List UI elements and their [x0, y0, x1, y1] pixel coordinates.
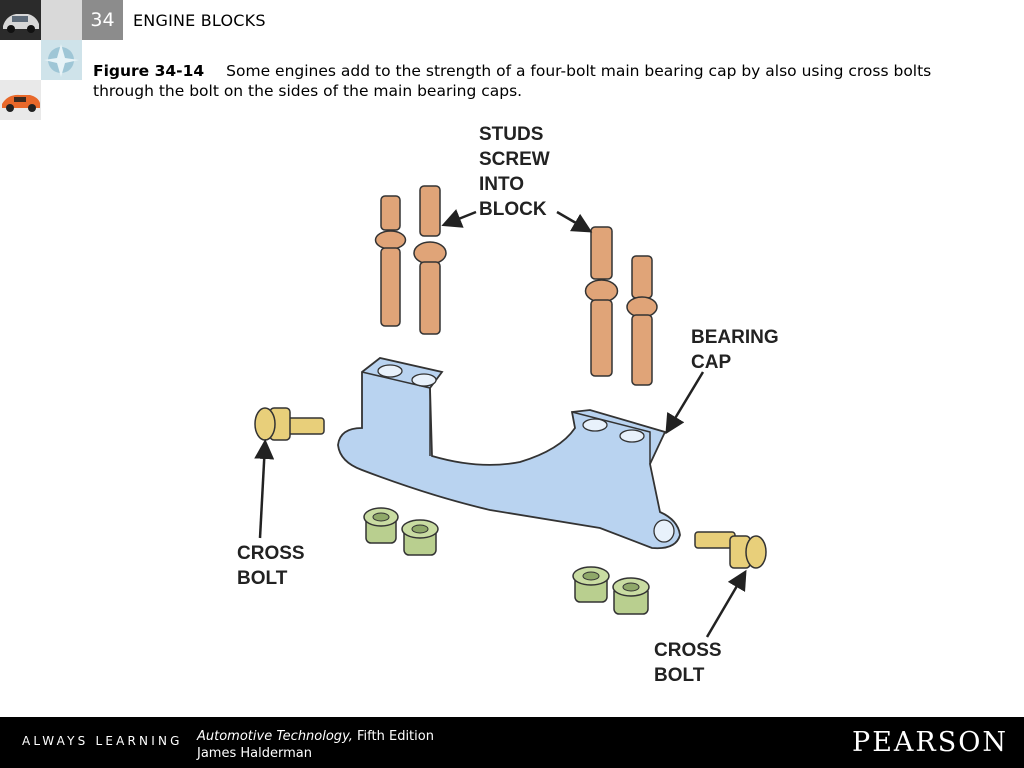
- nut-4: [612, 577, 650, 615]
- chapter-number: 34: [82, 0, 123, 40]
- label-cross-right-line2: BOLT: [654, 665, 705, 686]
- arrow-studs-left: [441, 209, 477, 228]
- book-edition: Fifth Edition: [352, 729, 434, 744]
- blank-thumb: [0, 40, 41, 80]
- footer-bar: ALWAYS LEARNING Automotive Technology, F…: [0, 717, 1024, 768]
- footer-tagline: ALWAYS LEARNING: [22, 734, 183, 748]
- bearing-cap: [337, 357, 681, 550]
- bearing-cap-illustration: STUDS SCREW INTO BLOCK BEARING CAP CROSS…: [237, 124, 779, 686]
- caption-text: Some engines add to the strength of a fo…: [93, 62, 932, 100]
- arrow-studs-right: [556, 210, 593, 233]
- header-strip: [41, 0, 82, 40]
- label-studs-line3: INTO: [479, 174, 524, 195]
- label-cross-left-line1: CROSS: [237, 543, 305, 564]
- book-title: Automotive Technology,: [197, 729, 353, 744]
- car-photo-icon: [0, 0, 41, 40]
- label-cross-left-line2: BOLT: [237, 568, 288, 589]
- stud-1: [374, 195, 407, 327]
- label-studs-line2: SCREW: [479, 149, 550, 170]
- sports-car-photo-icon: [0, 80, 41, 120]
- label-cross-right-line1: CROSS: [654, 640, 722, 661]
- engine-part-photo-icon: [41, 40, 82, 80]
- arrow-cross-bolt-left: [254, 439, 275, 539]
- label-bearing-line2: CAP: [691, 352, 731, 373]
- stud-2: [413, 185, 447, 335]
- label-studs-line1: STUDS: [479, 124, 543, 145]
- stud-4: [626, 255, 658, 386]
- cross-bolt-right: [694, 531, 767, 569]
- arrow-cross-bolt-right: [705, 569, 747, 638]
- publisher-logo: PEARSON: [852, 727, 1008, 758]
- figure-label: Figure 34-14: [93, 62, 205, 80]
- nut-2: [401, 519, 439, 556]
- book-author: James Halderman: [197, 746, 312, 761]
- chapter-title: ENGINE BLOCKS: [133, 11, 266, 30]
- arrow-bearing-cap: [665, 371, 705, 435]
- label-studs-line4: BLOCK: [479, 199, 547, 220]
- header-thumbnails: [0, 0, 41, 120]
- nut-3: [572, 566, 610, 603]
- stud-3: [584, 226, 619, 377]
- nut-1: [363, 507, 399, 544]
- cross-bolt-left: [254, 407, 325, 441]
- footer-book-info: Automotive Technology, Fifth Edition Jam…: [197, 728, 434, 762]
- label-bearing-line1: BEARING: [691, 327, 779, 348]
